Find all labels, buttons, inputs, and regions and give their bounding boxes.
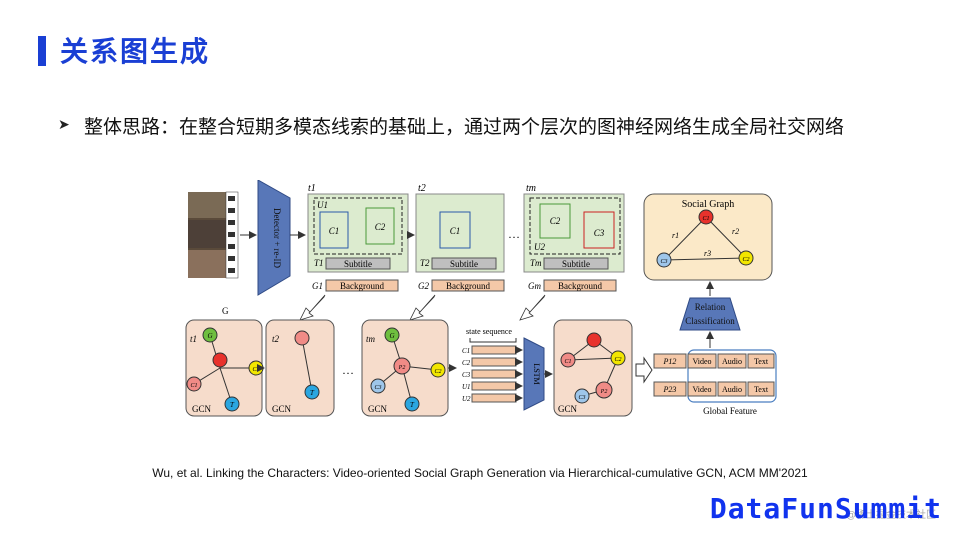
text-label-1: Text bbox=[754, 357, 769, 366]
sg-node-c3: C3 bbox=[660, 259, 667, 265]
background-m: Background bbox=[558, 281, 602, 291]
gcn1-t-label: t1 bbox=[190, 334, 197, 344]
r2-label: r2 bbox=[732, 227, 739, 236]
gcnf-node-c2: C2 bbox=[614, 357, 621, 363]
p23-label: P23 bbox=[663, 385, 677, 394]
lstm-block bbox=[523, 337, 545, 411]
gcnf-node-p2: P2 bbox=[600, 389, 608, 395]
gcn1-node-g: G bbox=[207, 332, 212, 340]
gcnm-node-g: G bbox=[389, 332, 394, 340]
c3-label-framem: C3 bbox=[594, 228, 605, 238]
hierarchical-gcn-diagram: Detector + re-ID t1 U1 C1 C2 T1 Subtitle… bbox=[185, 180, 777, 417]
background-1: Background bbox=[340, 281, 384, 291]
watermark: @稀土掘金技术社区 bbox=[846, 510, 936, 521]
detector-block bbox=[257, 180, 291, 296]
frame-label-tm: tm bbox=[526, 183, 536, 194]
gcnf-node-c3: C3 bbox=[578, 395, 585, 401]
video-label-2: Video bbox=[692, 385, 711, 394]
gcnm-t-label: tm bbox=[366, 334, 376, 344]
gcn1-label: GCN bbox=[192, 404, 212, 414]
gcnf-label: GCN bbox=[558, 404, 578, 414]
detector-label: Detector + re-ID bbox=[272, 208, 282, 269]
frame-label-t2: t2 bbox=[418, 183, 426, 194]
gcnf-node-c1: C1 bbox=[564, 359, 571, 365]
state-label-c1: C1 bbox=[462, 347, 470, 355]
state-sequence-bars bbox=[471, 345, 517, 403]
sg-node-c1: C1 bbox=[702, 216, 709, 222]
t-label-2: T2 bbox=[420, 258, 430, 268]
audio-label-2: Audio bbox=[722, 385, 742, 394]
c3-box-framem bbox=[583, 211, 615, 249]
citation-caption: Wu, et al. Linking the Characters: Video… bbox=[152, 466, 808, 480]
c1-box-frame2 bbox=[439, 211, 471, 249]
lstm-label: LSTM bbox=[532, 363, 541, 384]
gcn2-t-label: t2 bbox=[272, 334, 280, 344]
state-label-u1: U1 bbox=[462, 383, 471, 391]
c1-box-frame1 bbox=[319, 211, 349, 249]
c2-box-framem bbox=[539, 203, 571, 239]
global-feature-frame bbox=[687, 349, 777, 403]
state-sequence-label: state sequence bbox=[466, 327, 512, 336]
gcn-panel-final bbox=[553, 319, 633, 417]
gcn1-node-c2: C2 bbox=[252, 367, 259, 373]
video-frames-image bbox=[188, 191, 239, 279]
frame-ellipsis: … bbox=[508, 227, 520, 241]
gcnm-node-t: T bbox=[410, 401, 415, 409]
gcn-ellipsis: … bbox=[342, 363, 354, 377]
r1-label: r1 bbox=[672, 231, 679, 240]
relation-label: Relation bbox=[695, 302, 726, 312]
feature-row-p23: P23 Video Audio Text bbox=[653, 381, 775, 397]
state-label-u2: U2 bbox=[462, 395, 471, 403]
g-label-m: Gm bbox=[528, 281, 541, 291]
u-label-2: U2 bbox=[534, 242, 545, 252]
t-label-1: T1 bbox=[314, 258, 324, 268]
gcn1-node-c1: C1 bbox=[190, 383, 197, 389]
gcnm-label: GCN bbox=[368, 404, 388, 414]
c2-label-frame1: C2 bbox=[375, 222, 386, 232]
c1-label-frame1: C1 bbox=[329, 226, 340, 236]
diagonal-arrows bbox=[299, 294, 546, 321]
feature-row-p12: P12 Video Audio Text bbox=[653, 353, 775, 369]
c2-label-framem: C2 bbox=[550, 216, 561, 226]
main-point: 整体思路：在整合短期多模态线索的基础上，通过两个层次的图神经网络生成全局社交网络 bbox=[84, 116, 845, 138]
t-label-m: Tm bbox=[530, 258, 542, 268]
gcn2-label: GCN bbox=[272, 404, 292, 414]
gcnm-node-c2: C2 bbox=[434, 369, 441, 375]
sg-node-c2: C2 bbox=[742, 257, 749, 263]
p12-label: P12 bbox=[663, 357, 677, 366]
title-accent-bar bbox=[38, 36, 46, 66]
c2-box-frame1 bbox=[365, 207, 395, 245]
frame-label-t1: t1 bbox=[308, 183, 316, 194]
subtitle-m: Subtitle bbox=[562, 259, 590, 269]
subtitle-2: Subtitle bbox=[450, 259, 478, 269]
subtitle-1: Subtitle bbox=[344, 259, 372, 269]
g-caption: G bbox=[222, 306, 229, 316]
r3-label: r3 bbox=[704, 249, 711, 258]
state-label-c3: C3 bbox=[462, 371, 471, 379]
classification-label: Classification bbox=[685, 316, 735, 326]
bullet-arrow-icon: ➤ bbox=[58, 117, 70, 133]
g-label-1: G1 bbox=[312, 281, 323, 291]
text-label-2: Text bbox=[754, 385, 769, 394]
video-label-1: Video bbox=[692, 357, 711, 366]
c1-label-frame2: C1 bbox=[450, 226, 461, 236]
u-label-1: U1 bbox=[317, 200, 328, 210]
gcn1-node-t: T bbox=[230, 401, 235, 409]
gcnm-node-c3: C3 bbox=[374, 385, 381, 391]
audio-label-1: Audio bbox=[722, 357, 742, 366]
gcn2-node-t: T bbox=[310, 389, 315, 397]
brand-logo: DataFunSummit bbox=[709, 492, 942, 525]
relation-classification-block bbox=[679, 297, 741, 331]
hollow-right-arrow bbox=[635, 356, 653, 384]
gcnm-node-p2: P2 bbox=[398, 365, 406, 371]
social-graph-title: Social Graph bbox=[682, 199, 735, 210]
slide-title: 关系图生成 bbox=[60, 35, 211, 68]
global-feature-label: Global Feature bbox=[703, 406, 757, 416]
g-label-2: G2 bbox=[418, 281, 429, 291]
state-label-c2: C2 bbox=[462, 359, 471, 367]
background-2: Background bbox=[446, 281, 490, 291]
